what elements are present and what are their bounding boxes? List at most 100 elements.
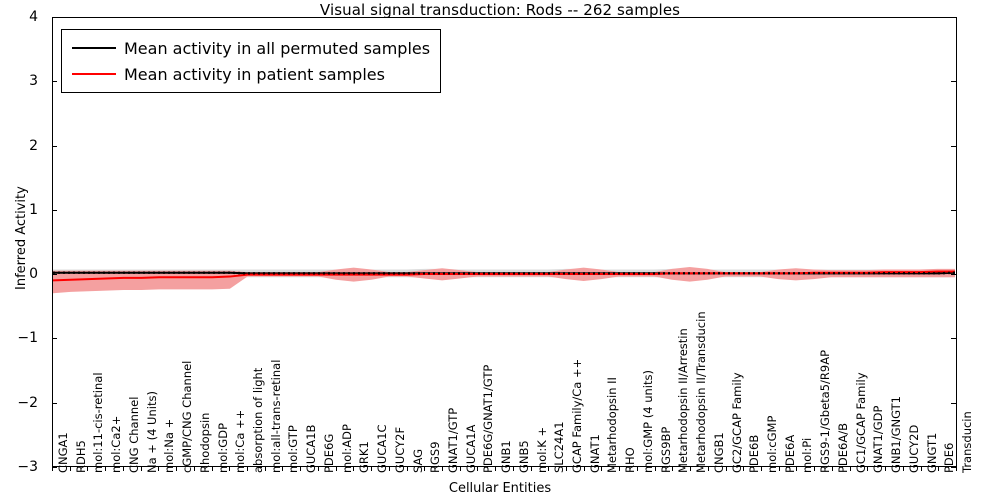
x-tick-label: mol:K + xyxy=(534,426,549,473)
y-tick-mark xyxy=(951,81,956,83)
y-tick-mark xyxy=(52,17,57,18)
y-tick-label: 3 xyxy=(29,73,38,90)
x-tick-mark xyxy=(193,467,195,471)
y-tick-label: −3 xyxy=(17,459,38,475)
x-tick-mark xyxy=(176,467,178,471)
x-tick-mark xyxy=(902,467,904,471)
x-tick-mark xyxy=(920,467,922,471)
x-tick-label: mol:ADP xyxy=(339,424,354,473)
x-tick-label: Transducin xyxy=(959,411,974,473)
x-tick-label: PDE6G xyxy=(321,433,336,473)
x-tick-mark xyxy=(477,467,479,471)
x-tick-mark xyxy=(406,467,408,471)
y-tick-label: 2 xyxy=(29,137,38,154)
plot-svg xyxy=(53,266,956,294)
y-tick-mark xyxy=(951,274,956,276)
y-tick-mark xyxy=(951,402,956,404)
legend-label-patient: Mean activity in patient samples xyxy=(124,64,385,84)
x-tick-mark xyxy=(264,467,266,471)
x-tick-label: GNAT1/GTP xyxy=(445,407,460,473)
legend-swatch-permuted xyxy=(72,47,116,49)
x-tick-label: GUCY2F xyxy=(392,426,407,473)
x-tick-mark xyxy=(778,467,780,471)
x-tick-label: mol:Ca2+ xyxy=(109,415,124,473)
x-tick-label: GUCA1A xyxy=(463,424,478,473)
x-tick-label: RDH5 xyxy=(73,440,88,473)
x-tick-mark xyxy=(636,467,638,471)
x-tick-mark xyxy=(87,467,89,471)
x-tick-label: GCAP Family/Ca ++ xyxy=(570,358,585,473)
x-tick-label: GC2/GCAP Family xyxy=(729,372,744,473)
y-tick-mark xyxy=(52,338,57,340)
x-tick-mark xyxy=(938,467,940,471)
x-tick-label: GNB1 xyxy=(499,440,514,473)
x-tick-label: RGS9-1/Gbeta5/R9AP xyxy=(818,349,833,473)
x-tick-label: GC1/GCAP Family xyxy=(853,372,868,473)
x-tick-mark xyxy=(743,467,745,471)
y-tick-mark xyxy=(951,17,956,18)
x-tick-mark xyxy=(885,467,887,471)
y-tick-mark xyxy=(951,145,956,147)
y-axis-label: Inferred Activity xyxy=(14,186,29,290)
x-tick-label: RGS9 xyxy=(428,441,443,473)
y-tick-label: −2 xyxy=(17,394,38,411)
x-tick-mark xyxy=(530,467,532,471)
x-tick-mark xyxy=(566,467,568,471)
x-tick-mark xyxy=(601,467,603,471)
x-tick-mark xyxy=(831,467,833,471)
x-tick-mark xyxy=(583,467,585,471)
x-tick-mark xyxy=(796,467,798,471)
plot-clip xyxy=(53,18,956,466)
x-tick-mark xyxy=(353,467,355,471)
x-tick-mark xyxy=(512,467,514,471)
y-tick-label: −1 xyxy=(17,330,38,347)
y-tick-mark xyxy=(52,81,57,83)
x-tick-mark xyxy=(282,467,284,471)
plot-area xyxy=(52,17,957,467)
x-tick-mark xyxy=(105,467,107,471)
x-tick-label: GUCA1C xyxy=(375,424,390,473)
x-tick-mark xyxy=(761,467,763,471)
x-tick-mark xyxy=(495,467,497,471)
x-tick-mark xyxy=(654,467,656,471)
x-tick-label: GNAT1/GDP xyxy=(871,405,886,473)
x-tick-label: GNAT1 xyxy=(587,434,602,473)
x-tick-label: PDE6A xyxy=(782,434,797,473)
x-tick-label: GNB5 xyxy=(516,440,531,473)
x-tick-label: GNGT1 xyxy=(924,432,939,473)
y-tick-mark xyxy=(52,209,57,211)
x-tick-label: mol:Na + xyxy=(162,418,177,473)
x-tick-label: GUCY2D xyxy=(906,424,921,473)
x-tick-label: cGMP/CNG Channel xyxy=(180,360,195,473)
x-tick-mark xyxy=(441,467,443,471)
x-tick-label: mol:all-trans-retinal xyxy=(268,359,283,473)
x-tick-label: GNB1/GNGT1 xyxy=(889,396,904,473)
x-tick-mark xyxy=(300,467,302,471)
x-tick-label: PDE6A/B xyxy=(835,422,850,473)
x-tick-mark xyxy=(140,467,142,471)
x-tick-mark xyxy=(335,467,337,471)
legend-item-patient: Mean activity in patient samples xyxy=(68,61,430,87)
x-tick-label: RGS9BP xyxy=(658,426,673,473)
x-tick-mark xyxy=(371,467,373,471)
x-tick-label: SLC24A1 xyxy=(552,421,567,473)
x-tick-mark xyxy=(158,467,160,471)
x-tick-mark xyxy=(814,467,816,471)
x-tick-label: mol:GMP (4 units) xyxy=(640,370,655,473)
x-tick-label: Metarhodopsin II xyxy=(605,377,620,473)
x-tick-label: mol:GTP xyxy=(286,425,301,473)
x-tick-label: PDE6B xyxy=(747,434,762,473)
x-tick-label: RHO xyxy=(623,447,638,473)
x-tick-label: SAG xyxy=(410,448,425,473)
y-tick-mark xyxy=(951,467,956,468)
x-tick-label: Metarhodopsin II/Arrestin xyxy=(676,328,691,473)
x-tick-mark xyxy=(867,467,869,471)
permuted-mean-markers xyxy=(53,273,955,274)
x-tick-mark xyxy=(229,467,231,471)
x-tick-label: mol:cGMP xyxy=(765,415,780,473)
y-tick-label: 4 xyxy=(29,9,38,25)
chart-title: Visual signal transduction: Rods -- 262 … xyxy=(319,1,681,19)
x-tick-label: PDE6G/GNAT1/GTP xyxy=(481,364,496,473)
x-tick-mark xyxy=(707,467,709,471)
